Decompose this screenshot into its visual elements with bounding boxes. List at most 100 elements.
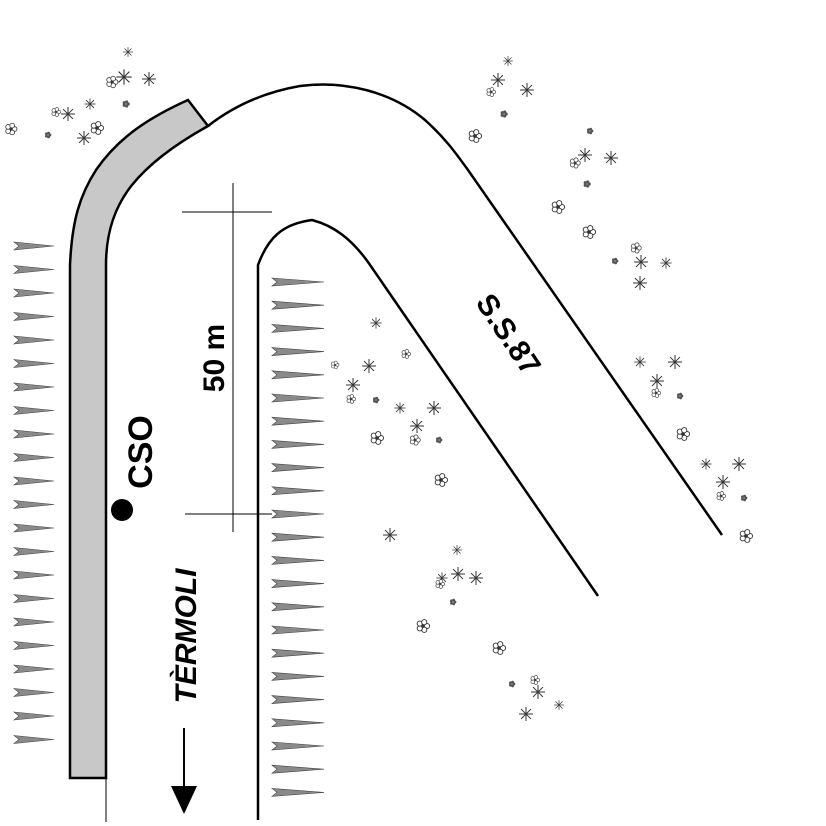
road-label: S.S.87 xyxy=(469,288,547,381)
shrub-icon xyxy=(578,148,592,162)
shrub-icon xyxy=(434,473,449,487)
hedge-spike-icon xyxy=(271,393,325,403)
shrub-icon xyxy=(668,355,682,369)
hedge-spike-icon xyxy=(13,359,55,368)
hedge-spike-icon xyxy=(271,300,325,310)
shrub-icon xyxy=(676,427,691,441)
hedge-spike-icon xyxy=(271,741,325,751)
hedge-spike-icon xyxy=(271,509,325,519)
hedge-spike-icon xyxy=(13,453,55,462)
hedge-spike-icon xyxy=(13,688,55,697)
shrub-icon xyxy=(509,680,516,688)
shrub-icon xyxy=(630,242,642,254)
shrub-icon xyxy=(551,200,566,214)
site-marker xyxy=(111,499,133,521)
shrub-icon xyxy=(370,431,385,445)
arrow-down-icon xyxy=(171,728,197,814)
hedge-spike-icon xyxy=(13,664,55,674)
shrub-icon xyxy=(492,641,507,655)
hedge-spike-icon xyxy=(13,312,55,321)
hedge-spike-icon xyxy=(13,429,55,439)
shrub-icon xyxy=(51,107,61,117)
shrub-icon xyxy=(373,396,380,404)
hedge-spike-icon xyxy=(271,463,325,472)
hedge-spike-icon xyxy=(271,625,325,635)
shrub-icon xyxy=(700,458,712,470)
hedge-spike-icon xyxy=(13,241,55,251)
hedge-spike-icon xyxy=(13,335,55,345)
shrub-icon xyxy=(520,83,534,97)
hedge-spike-icon xyxy=(13,641,55,650)
shrub-icon xyxy=(650,374,664,388)
shrub-icon xyxy=(634,255,648,269)
shrub-icon xyxy=(468,129,483,143)
hedge-spike-icon xyxy=(271,579,325,588)
shrub-icon xyxy=(416,619,431,633)
shrub-icon xyxy=(451,567,465,581)
road-edge-outer xyxy=(207,83,724,536)
shrub-icon xyxy=(401,349,411,359)
shrub-icon xyxy=(554,700,564,710)
shrub-icon xyxy=(106,75,119,89)
hedge-left xyxy=(13,241,55,744)
hedge-spike-icon xyxy=(13,735,55,744)
hedge-right xyxy=(271,277,325,797)
shrub-icon xyxy=(452,545,462,555)
shrub-icon xyxy=(346,378,360,392)
hedge-spike-icon xyxy=(271,347,325,356)
hedge-spike-icon xyxy=(13,476,55,486)
hedge-spike-icon xyxy=(271,788,325,797)
shrub-icon xyxy=(5,122,18,136)
shrub-icon xyxy=(370,317,382,329)
hedge-spike-icon xyxy=(271,532,325,542)
shrub-icon xyxy=(383,528,397,542)
shrub-icon xyxy=(612,257,619,265)
hedge-spike-icon xyxy=(13,406,55,415)
direction-label: TÈRMOLI xyxy=(169,568,203,704)
hedge-spike-icon xyxy=(271,764,325,774)
hedge-spike-icon xyxy=(13,617,55,627)
hedge-spike-icon xyxy=(13,594,55,603)
shrub-icon xyxy=(486,87,496,97)
shrub-icon xyxy=(394,402,406,414)
shrub-icon xyxy=(436,436,443,444)
hedge-spike-icon xyxy=(271,695,325,704)
shrub-icon xyxy=(45,131,52,139)
hedge-spike-icon xyxy=(271,602,325,612)
shrub-icon xyxy=(450,598,457,606)
hedge-spike-icon xyxy=(13,523,55,533)
shrub-icon xyxy=(410,419,424,433)
shrub-icon xyxy=(660,257,672,269)
hedge-spike-icon xyxy=(13,265,55,274)
hedge-spike-icon xyxy=(13,500,55,509)
shrub-icon xyxy=(716,475,730,489)
hedge-spike-icon xyxy=(271,440,325,449)
hedge-spike-icon xyxy=(271,370,325,380)
hedge-spike-icon xyxy=(271,718,325,728)
shrub-icon xyxy=(582,225,597,239)
hedge-spike-icon xyxy=(13,382,55,392)
shrub-icon xyxy=(84,98,96,110)
shrub-icon xyxy=(90,121,105,135)
shrub-icon xyxy=(587,127,594,135)
road-edge-inner xyxy=(256,218,600,820)
hedge-spike-icon xyxy=(271,416,325,426)
shrub-icon xyxy=(634,356,646,368)
shrub-icon xyxy=(569,157,581,169)
shrub-icon xyxy=(651,388,661,398)
shrub-icon xyxy=(530,675,540,685)
shrub-icon xyxy=(77,131,91,145)
shrub-icon xyxy=(61,107,75,121)
shrub-icon xyxy=(741,494,748,502)
shrub-icon xyxy=(503,56,513,66)
shrub-icon xyxy=(362,359,376,373)
hedge-spike-icon xyxy=(271,648,325,658)
hedge-spike-icon xyxy=(13,570,55,580)
shrub-icon xyxy=(531,685,545,699)
hedge-spike-icon xyxy=(271,277,325,287)
site-label: CSO xyxy=(122,415,160,489)
shrub-icon xyxy=(116,69,132,85)
hedge-spike-icon xyxy=(13,711,55,721)
hedge-spike-icon xyxy=(271,486,325,496)
shrub-icon xyxy=(122,100,130,108)
